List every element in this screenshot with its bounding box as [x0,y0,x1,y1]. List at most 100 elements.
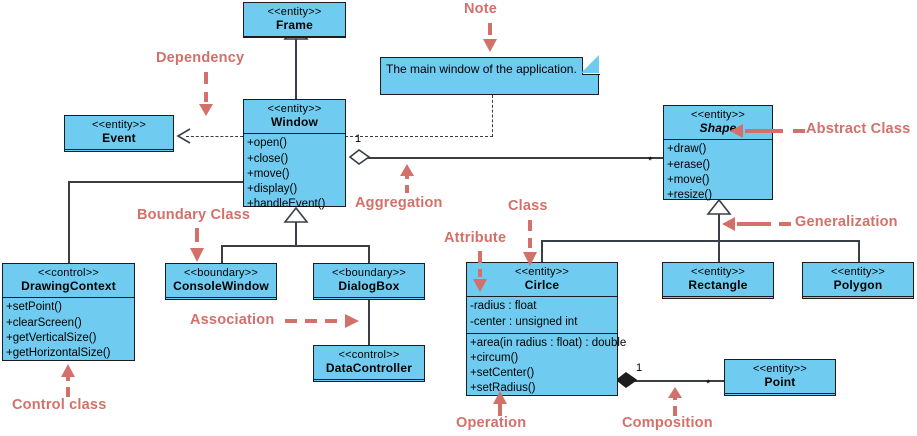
class-stereotype-shape: <<entity>> [691,109,745,121]
class-operations-drawingcontext: +setPoint() +clearScreen() +getVerticalS… [3,298,134,364]
class-header-datacontroller: <<control>> DataController [314,346,424,381]
class-header-shape: <<entity>> Shape [664,106,772,141]
class-compartment-point [725,394,835,411]
member-item: -center : unsigned int [470,315,578,328]
class-name-shape: Shape [699,120,737,135]
class-operations-circle: +area(in radius : float) : double +circu… [467,334,626,400]
class-stereotype-consolewindow: <<boundary>> [184,267,258,279]
aggregation-diamond-window [348,149,371,165]
class-header-drawingcontext: <<control>> DrawingContext [3,264,134,299]
dependency-open-arrow-event [176,128,191,144]
class-compartment-rectangle [663,297,773,314]
note-box[interactable]: The main window of the application. [380,55,600,95]
connector-window-children-stem [295,220,297,246]
class-compartment-datacontroller [314,380,424,397]
connector-rectangle-riser [718,240,720,262]
class-compartment-polygon [803,297,913,314]
connector-window-frame [295,37,297,99]
generalization-arrow-shape [706,198,732,215]
annotation-note: Note [464,1,498,17]
connector-circle-point-composition [634,380,724,382]
annotation-arrow-composition [668,387,682,416]
annotation-attribute: Attribute [444,230,507,246]
class-box-datacontroller[interactable]: <<control>> DataController [313,345,425,382]
class-name-dialogbox: DialogBox [338,278,400,293]
multiplicity-circle-composition: 1 [636,362,643,374]
member-item: +draw() [667,143,707,156]
member-item: +resize() [667,188,713,201]
class-box-circle[interactable]: <<entity>> Cirlce -radius : float -cente… [466,262,626,396]
annotation-aggregation: Aggregation [355,195,443,211]
class-name-window: Window [270,114,319,129]
class-name-event: Event [102,130,136,145]
class-header-event: <<entity>> Event [65,116,173,151]
class-stereotype-polygon: <<entity>> [831,266,885,278]
multiplicity-shape-many: * [648,155,653,167]
class-name-frame: Frame [275,17,314,32]
class-name-drawingcontext: DrawingContext [21,278,116,293]
composition-diamond-circle [615,372,638,388]
annotation-generalization: Generalization [795,214,898,230]
class-stereotype-drawingcontext: <<control>> [38,267,99,279]
class-name-consolewindow: ConsoleWindow [173,278,269,293]
connector-polygon-riser [858,240,860,262]
class-box-frame[interactable]: <<entity>> Frame [243,2,346,38]
connector-dialogbox-datacontroller [368,293,370,345]
class-attributes-circle: -radius : float -center : unsigned int [467,297,617,334]
connector-note-anchor-horizontal [345,136,493,137]
class-box-drawingcontext[interactable]: <<control>> DrawingContext +setPoint() +… [2,263,135,361]
member-item: +getHorizontalSize() [6,346,111,359]
class-compartment-frame [244,37,345,54]
annotation-arrow-aggregation [400,164,414,193]
class-box-event[interactable]: <<entity>> Event [64,115,174,152]
annotation-control-class: Control class [12,397,107,413]
class-name-circle: Cirlce [524,277,560,292]
class-name-polygon: Polygon [833,277,883,292]
member-item: +setCenter() [470,367,535,380]
connector-note-anchor-vertical [492,95,493,137]
annotation-arrow-attribute [473,251,487,292]
member-item: +handleEvent() [247,198,326,211]
class-box-window[interactable]: <<entity>> Window +open() +close() +move… [243,99,346,210]
multiplicity-window-aggregation: 1 [355,133,362,145]
class-box-point[interactable]: <<entity>> Point [724,359,836,396]
class-name-rectangle: Rectangle [688,277,748,292]
class-operations-window: +open() +close() +move() +display() +han… [244,134,345,215]
note-fold-corner-icon [581,55,600,75]
connector-circle-riser [541,240,543,262]
annotation-abstract-class: Abstract Class [806,121,911,137]
connector-window-event-dependency [186,136,243,137]
class-name-datacontroller: DataController [325,360,413,375]
annotation-arrow-abstract-class [730,124,805,138]
connector-window-drawingcontext-vertical [68,181,70,263]
annotation-arrow-class [523,220,537,266]
class-header-point: <<entity>> Point [725,360,835,395]
annotation-class: Class [508,198,548,214]
class-stereotype-circle: <<entity>> [515,266,569,278]
class-stereotype-event: <<entity>> [92,119,146,131]
annotation-operation: Operation [456,415,527,431]
class-stereotype-window: <<entity>> [267,103,322,115]
class-operations-shape: +draw() +erase() +move() +resize() [664,140,772,206]
annotation-arrow-dependency [199,72,213,116]
annotation-boundary-class: Boundary Class [137,207,251,223]
multiplicity-point-many: * [706,378,711,390]
class-header-window: <<entity>> Window [244,100,345,135]
annotation-arrow-boundary-class [190,228,204,262]
class-compartment-event [65,150,173,167]
note-text: The main window of the application. [386,62,577,76]
member-item: +move() [247,167,290,180]
class-box-consolewindow[interactable]: <<boundary>> ConsoleWindow [165,263,277,300]
class-box-rectangle[interactable]: <<entity>> Rectangle [662,262,774,299]
class-stereotype-frame: <<entity>> [267,6,322,18]
member-item: +setPoint() [6,301,62,314]
class-stereotype-dialogbox: <<boundary>> [332,267,406,279]
class-box-dialogbox[interactable]: <<boundary>> DialogBox [313,263,425,300]
class-box-polygon[interactable]: <<entity>> Polygon [802,262,914,299]
annotation-arrow-association [285,314,359,328]
member-item: +display() [247,182,298,195]
class-box-shape[interactable]: <<entity>> Shape +draw() +erase() +move(… [663,105,773,201]
class-header-circle: <<entity>> Cirlce [467,263,617,298]
class-header-consolewindow: <<boundary>> ConsoleWindow [166,264,276,299]
class-stereotype-point: <<entity>> [753,363,807,375]
